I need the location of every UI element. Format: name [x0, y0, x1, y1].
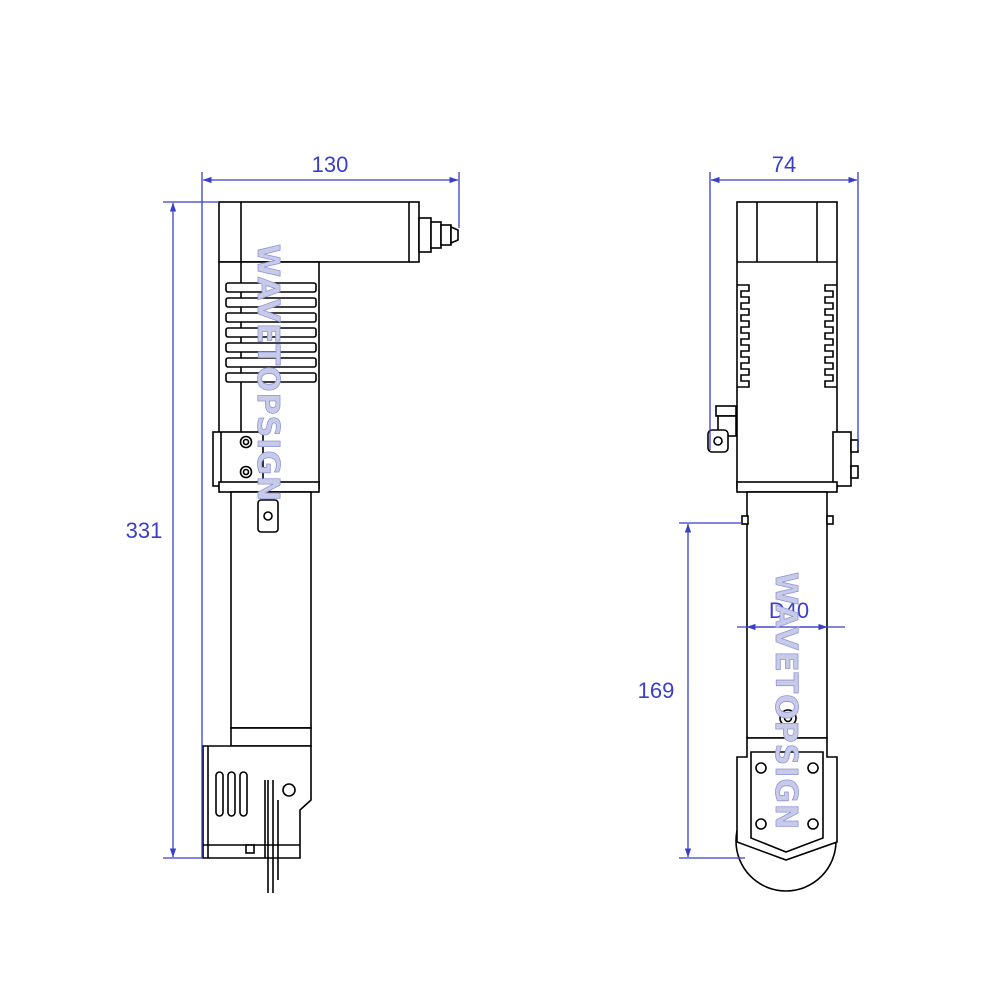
- front-width-label: 74: [772, 152, 796, 177]
- side-air-fitting: [418, 217, 459, 253]
- front-diameter-label: D40: [769, 598, 809, 623]
- side-cooling-fins: [225, 282, 317, 383]
- front-fins-left: [737, 284, 750, 388]
- front-tube-screw: [779, 709, 797, 727]
- front-dimensions: 74 D40 169: [638, 152, 859, 859]
- side-height-label: 331: [126, 518, 163, 543]
- front-bracket: [832, 431, 859, 487]
- front-view: [707, 201, 859, 892]
- watermark-front: WAVETOPSIGN: [768, 572, 803, 830]
- side-cutting-head: [202, 745, 312, 893]
- front-air-fitting: [707, 405, 737, 453]
- side-view: [202, 201, 459, 893]
- side-dimensions: 130 331: [126, 152, 460, 859]
- side-tube-end: [230, 727, 312, 747]
- side-width-label: 130: [312, 152, 349, 177]
- front-tube: [746, 491, 828, 739]
- side-top-housing: [218, 201, 420, 263]
- front-housing: [736, 201, 838, 489]
- watermark-side: WAVETOPSIGN: [250, 244, 285, 502]
- side-mounting-bracket: [212, 431, 264, 487]
- front-collar: [736, 481, 838, 493]
- front-lower-height-label: 169: [638, 678, 675, 703]
- front-fins-right: [824, 284, 837, 388]
